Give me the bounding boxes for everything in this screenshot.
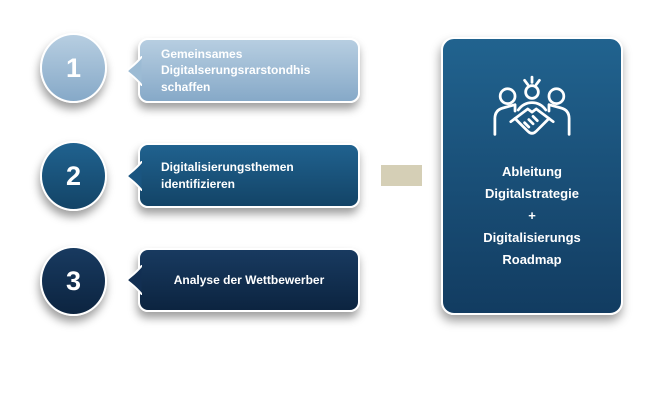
step-3-circle: 3 [40, 246, 107, 316]
step-3-bubble: Analyse der Wettbewerber [126, 248, 360, 312]
step-2-circle: 2 [40, 141, 107, 211]
result-line: Roadmap [502, 252, 562, 267]
step-1-circle: 1 [40, 33, 107, 103]
result-line: Ableitung [502, 164, 562, 179]
step-2-label: Digitalisierungsthemen identifizieren [161, 160, 294, 191]
result-text: Ableitung Digitalstrategie + Digitalisie… [483, 161, 581, 271]
connector-bar [381, 165, 422, 186]
step-2-number: 2 [65, 160, 82, 191]
result-card: Ableitung Digitalstrategie + Digitalisie… [441, 37, 623, 315]
step-1-number: 1 [65, 52, 82, 83]
step-1-label: Gemeinsames Digitalserungsrarstondhis sc… [161, 47, 311, 94]
partnership-handshake-icon [493, 75, 571, 136]
step-2-bubble: Digitalisierungsthemen identifizieren [126, 143, 360, 208]
bubble-tail-icon [126, 265, 142, 295]
bubble-tail-icon [126, 55, 142, 86]
step-1-bubble: Gemeinsames Digitalserungsrarstondhis sc… [126, 38, 360, 103]
bubble-tail-icon [126, 160, 142, 191]
step-3-number: 3 [65, 265, 82, 296]
result-line: Digitalisierungs [483, 230, 581, 245]
step-3-label: Analyse der Wettbewerber [173, 272, 325, 287]
result-line: + [528, 208, 536, 223]
result-line: Digitalstrategie [485, 186, 579, 201]
